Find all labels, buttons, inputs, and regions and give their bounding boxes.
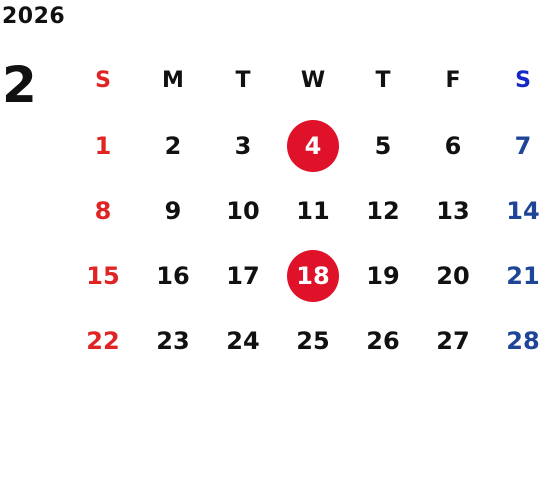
day-cell[interactable]: 3: [234, 131, 252, 160]
day-cell[interactable]: 27: [436, 326, 470, 355]
year-label: 2026: [2, 4, 66, 29]
day-cell[interactable]: 15: [86, 261, 120, 290]
day-cell[interactable]: 13: [436, 196, 470, 225]
day-cell[interactable]: 26: [366, 326, 400, 355]
weekday-header-wed: W: [300, 68, 326, 93]
day-cell[interactable]: 23: [156, 326, 190, 355]
day-cell[interactable]: 9: [164, 196, 182, 225]
day-cell[interactable]: 12: [366, 196, 400, 225]
day-cell[interactable]: 6: [444, 131, 462, 160]
day-cell[interactable]: 20: [436, 261, 470, 290]
month-number: 2: [2, 56, 37, 114]
day-cell[interactable]: 28: [506, 326, 540, 355]
day-cell[interactable]: 19: [366, 261, 400, 290]
day-cell[interactable]: 14: [506, 196, 540, 225]
day-cell[interactable]: 24: [226, 326, 260, 355]
calendar-grid: S M T W T F S 1 2 3 4 5 6 7 8 9 10 11 12…: [68, 48, 548, 373]
weekday-header-fri: F: [445, 68, 461, 93]
day-cell[interactable]: 1: [94, 131, 112, 160]
day-cell[interactable]: 21: [506, 261, 540, 290]
highlighted-day: 4: [287, 119, 339, 172]
day-cell-highlighted[interactable]: 18: [278, 243, 348, 308]
day-cell[interactable]: 8: [94, 196, 112, 225]
weekday-header-sun: S: [95, 68, 111, 93]
day-cell[interactable]: 11: [296, 196, 330, 225]
highlighted-day: 18: [287, 249, 339, 302]
weekday-header-tue: T: [235, 68, 251, 93]
day-cell[interactable]: 17: [226, 261, 260, 290]
day-cell-highlighted[interactable]: 4: [278, 113, 348, 178]
day-cell[interactable]: 22: [86, 326, 120, 355]
weekday-header-sat: S: [515, 68, 531, 93]
weekday-header-mon: M: [162, 68, 184, 93]
day-cell[interactable]: 16: [156, 261, 190, 290]
day-cell[interactable]: 5: [374, 131, 392, 160]
day-cell[interactable]: 25: [296, 326, 330, 355]
weekday-header-thu: T: [375, 68, 391, 93]
day-cell[interactable]: 2: [164, 131, 182, 160]
day-cell[interactable]: 10: [226, 196, 260, 225]
day-cell[interactable]: 7: [514, 131, 532, 160]
